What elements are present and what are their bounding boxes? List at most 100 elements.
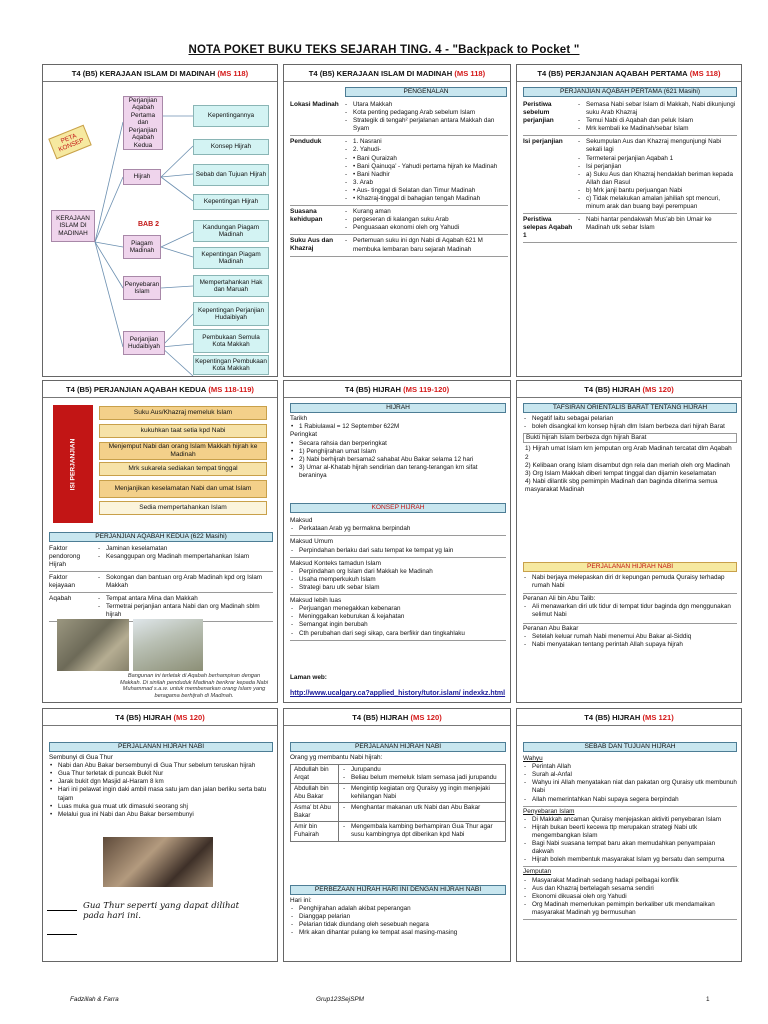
bullet-list: Pertemuan suku ini dgn Nabi di Aqabah 62… (344, 237, 508, 253)
bukti-item: 1) Hijrah umat Islam krn jemputan org Ar… (525, 445, 732, 461)
konsep-group: Maksud lebih luasPerjuangan menegakkan k… (290, 595, 506, 641)
page-ref: (MS 118) (454, 68, 486, 78)
panel-title: T4 (B5) KERAJAAN ISLAM DI MADINAH (71, 68, 216, 78)
panel-title: T4 (B5) HIJRAH (115, 712, 172, 722)
panel-gua-thur: T4 (B5) HIJRAH (MS 120) PERJALANAN HIJRA… (42, 708, 278, 962)
helper-name: Abdullah bin Arqat (290, 763, 339, 785)
konsep-heading: Maksud (290, 517, 313, 524)
info-row: Faktor pendorong HijrahJaminan keselamat… (49, 543, 273, 572)
list-item: Surah al-Anfal (523, 771, 737, 779)
aqabah-building-photo-2 (133, 619, 203, 671)
helper-role: Menghantar makanan utk Nabi dan Abu Baka… (338, 802, 506, 823)
row-body: 1. Nasrani2. Yahudi-• Bani Quraizah• Ban… (344, 138, 508, 203)
bullet-list: Perintah AllahSurah al-AnfalWahyu ini Al… (523, 763, 737, 804)
list-item: Jarak bukit dgn Masjid al-Haram 8 km (49, 778, 273, 786)
helper-name: Amir bin Fuhairah (290, 821, 339, 842)
info-row: Isi perjanjianSekumpulan Aus dan Khazraj… (523, 136, 737, 215)
list-item: Perintah Allah (523, 763, 737, 771)
aqabah-building-photo (57, 619, 129, 671)
leaf-kepentingan-pembukaan: Kepentingan Pembukaan Kota Makkah (193, 355, 269, 375)
list-item: Wahyu ini Allah menyatakan niat dan paka… (523, 779, 737, 795)
helper-name: Asma’ bt Abu Bakar (290, 802, 339, 823)
helpers-table: Abdullah bin ArqatJurupanduBeliau belum … (290, 763, 506, 842)
sebab-heading: Penyebaran Islam (523, 807, 575, 815)
gua-thur-list: Nabi dan Abu Bakar bersembunyi di Gua Th… (49, 762, 273, 819)
tarikh-item: 1 Rabiulawal = 12 September 622M (290, 423, 506, 431)
hijrah-block: Tarikh 1 Rabiulawal = 12 September 622M … (290, 415, 506, 480)
panel-header: T4 (B5) KERAJAAN ISLAM DI MADINAH (MS 11… (43, 65, 277, 82)
list-item: Org Madinah memerlukan pemimpin berkalib… (523, 901, 737, 917)
aqabah-pertama-rows: Peristiwa sebelum perjanjianSemasa Nabi … (523, 99, 737, 244)
list-item: Temui Nabi di Aqabah dan peluk Islam (577, 117, 737, 125)
bullet-list: Kurang amanpergeseran di kalangan suku A… (344, 208, 508, 232)
row-body: Pertemuan suku ini dgn Nabi di Aqabah 62… (344, 237, 508, 253)
list-item: Termetrai perjanjian antara Nabi dan org… (97, 603, 273, 619)
list-item: 3) Umar al-Khatab hijrah sendirian dan t… (290, 464, 506, 480)
concept-map-lines (94, 115, 194, 376)
pengenalan-rows: Lokasi MadinahUtara MakkahKota penting p… (290, 99, 508, 257)
section-bar-orientalis: TAFSIRAN ORIENTALIS BARAT TENTANG HIJRAH (523, 403, 737, 413)
list-item: Strategi baru utk sebar Islam (290, 584, 506, 592)
sebab-group: JemputanMasyarakat Madinah sedang hadapi… (523, 867, 737, 921)
bukti-list: 1) Hijrah umat Islam krn jemputan org Ar… (523, 445, 737, 494)
helper-row: Abdullah bin Abu BakarMengintip kegiatan… (290, 783, 506, 804)
konsep-group: Maksud UmumPerpindahan berlaku dari satu… (290, 536, 506, 558)
perbezaan-block: Hari ini: Penghijrahan adalah akibat pep… (290, 897, 506, 938)
list-item: Dianggap pelarian (290, 913, 506, 921)
bullet-list: Sekumpulan Aus dan Khazraj mengunjungi N… (577, 138, 737, 211)
list-item: Jaminan keselamatan (97, 545, 273, 553)
list-item: a) Suku Aus dan Khazraj hendaklah berima… (577, 171, 737, 187)
row-body: Semasa Nabi sebar Islam di Makkah, Nabi … (577, 101, 737, 133)
panel-header: T4 (B5) PERJANJIAN AQABAH KEDUA (MS 118-… (43, 381, 277, 398)
list-item: Nabi menyatakan tentang perintah Allah s… (523, 641, 737, 649)
list-item: Penghijrahan adalah akibat peperangan (290, 905, 506, 913)
orientalis-list: Negatif laitu sebagai pelarianboleh disa… (523, 415, 737, 431)
list-item: Penguasaan ekonomi oleh org Yahudi (344, 224, 508, 232)
list-item: Masyarakat Madinah sedang hadapi pelbaga… (523, 877, 737, 885)
list-item: • Bani Quraizah (344, 155, 508, 163)
row-body: Kurang amanpergeseran di kalangan suku A… (344, 208, 508, 232)
list-item: Gua Thur terletak di puncak Bukit Nur (49, 770, 273, 778)
section-bar-perjalanan: PERJALANAN HIJRAH NABI (523, 562, 737, 572)
tarikh-heading: Tarikh (290, 415, 308, 422)
node-hijrah: Hijrah (123, 169, 161, 185)
list-item: Nabi dan Abu Bakar bersembunyi di Gua Th… (49, 762, 273, 770)
list-item: pergeseran di kalangan suku Arab (344, 216, 508, 224)
isi-perjanjian-box: kukuhkan taat setia kpd Nabi (99, 424, 267, 438)
list-item: Mrk kembali ke Madinah/sebar Islam (577, 125, 737, 133)
helper-role: Mengembala kambing berhampiran Gua Thur … (338, 821, 506, 842)
panel-peta-konsep: T4 (B5) KERAJAAN ISLAM DI MADINAH (MS 11… (42, 64, 278, 377)
bullet-list: Nabi hantar pendakwah Mus’ab bin Umair k… (577, 216, 737, 232)
list-item: Mengintip kegiatan org Quraisy yg ingin … (342, 785, 502, 801)
helpers-intro: Orang yg membantu Nabi hijrah: (290, 754, 383, 761)
panel-header: T4 (B5) HIJRAH (MS 120) (284, 709, 510, 726)
konsep-list: MaksudPerkataan Arab yg bermakna berpind… (290, 515, 506, 641)
info-row: Suasana kehidupanKurang amanpergeseran d… (290, 206, 508, 236)
sebab-heading: Jemputan (523, 868, 552, 876)
list-item: Meninggalkan keburukan & kejahatan (290, 613, 506, 621)
node-penyebaran-islam: Penyebaran Islam (123, 276, 161, 300)
bullet-list: Sokongan dan bantuan org Arab Madinah kp… (97, 574, 273, 590)
sebab-group: Penyebaran IslamDi Makkah ancaman Qurais… (523, 807, 737, 868)
panel-title: T4 (B5) PERJANJIAN AQABAH PERTAMA (537, 68, 688, 78)
list-item: Perjuangan menegakkan kebenaran (290, 605, 506, 613)
panel-title: T4 (B5) HIJRAH (344, 384, 401, 394)
panel-title: T4 (B5) HIJRAH (352, 712, 409, 722)
bullet-list: Perjuangan menegakkan kebenaranMeninggal… (290, 605, 506, 637)
list-item: Kota penting pedagang Arab sebelum Islam (344, 109, 508, 117)
aqabah-kedua-rows: Faktor pendorong HijrahJaminan keselamat… (49, 543, 273, 623)
list-item: Hari ini pelawat ingin daki ambil masa s… (49, 786, 273, 802)
list-item: boleh disangkal krn konsep hijrah dlm Is… (523, 423, 737, 431)
list-item: Mrk akan dihantar pulang ke tempat asal … (290, 929, 506, 937)
gua-thur-photo (103, 837, 213, 887)
laman-link[interactable]: http://www.ucalgary.ca?applied_history/t… (290, 690, 506, 698)
list-item: • Bani Nadhir (344, 171, 508, 179)
konsep-heading: Maksud lebih luas (290, 597, 342, 605)
section-bar-konsep: KONSEP HIJRAH (290, 503, 506, 513)
row-label: Faktor kejayaan (49, 574, 76, 589)
row-body: Tempat antara Mina dan MakkahTermetrai p… (97, 595, 273, 619)
bullet-list: Tempat antara Mina dan MakkahTermetrai p… (97, 595, 273, 619)
laman-label: Laman web: (290, 674, 327, 681)
node-piagam-madinah: Piagam Madinah (123, 235, 161, 259)
list-item: Hijrah bukan beerti kecewa ttp merupakan… (523, 824, 737, 840)
